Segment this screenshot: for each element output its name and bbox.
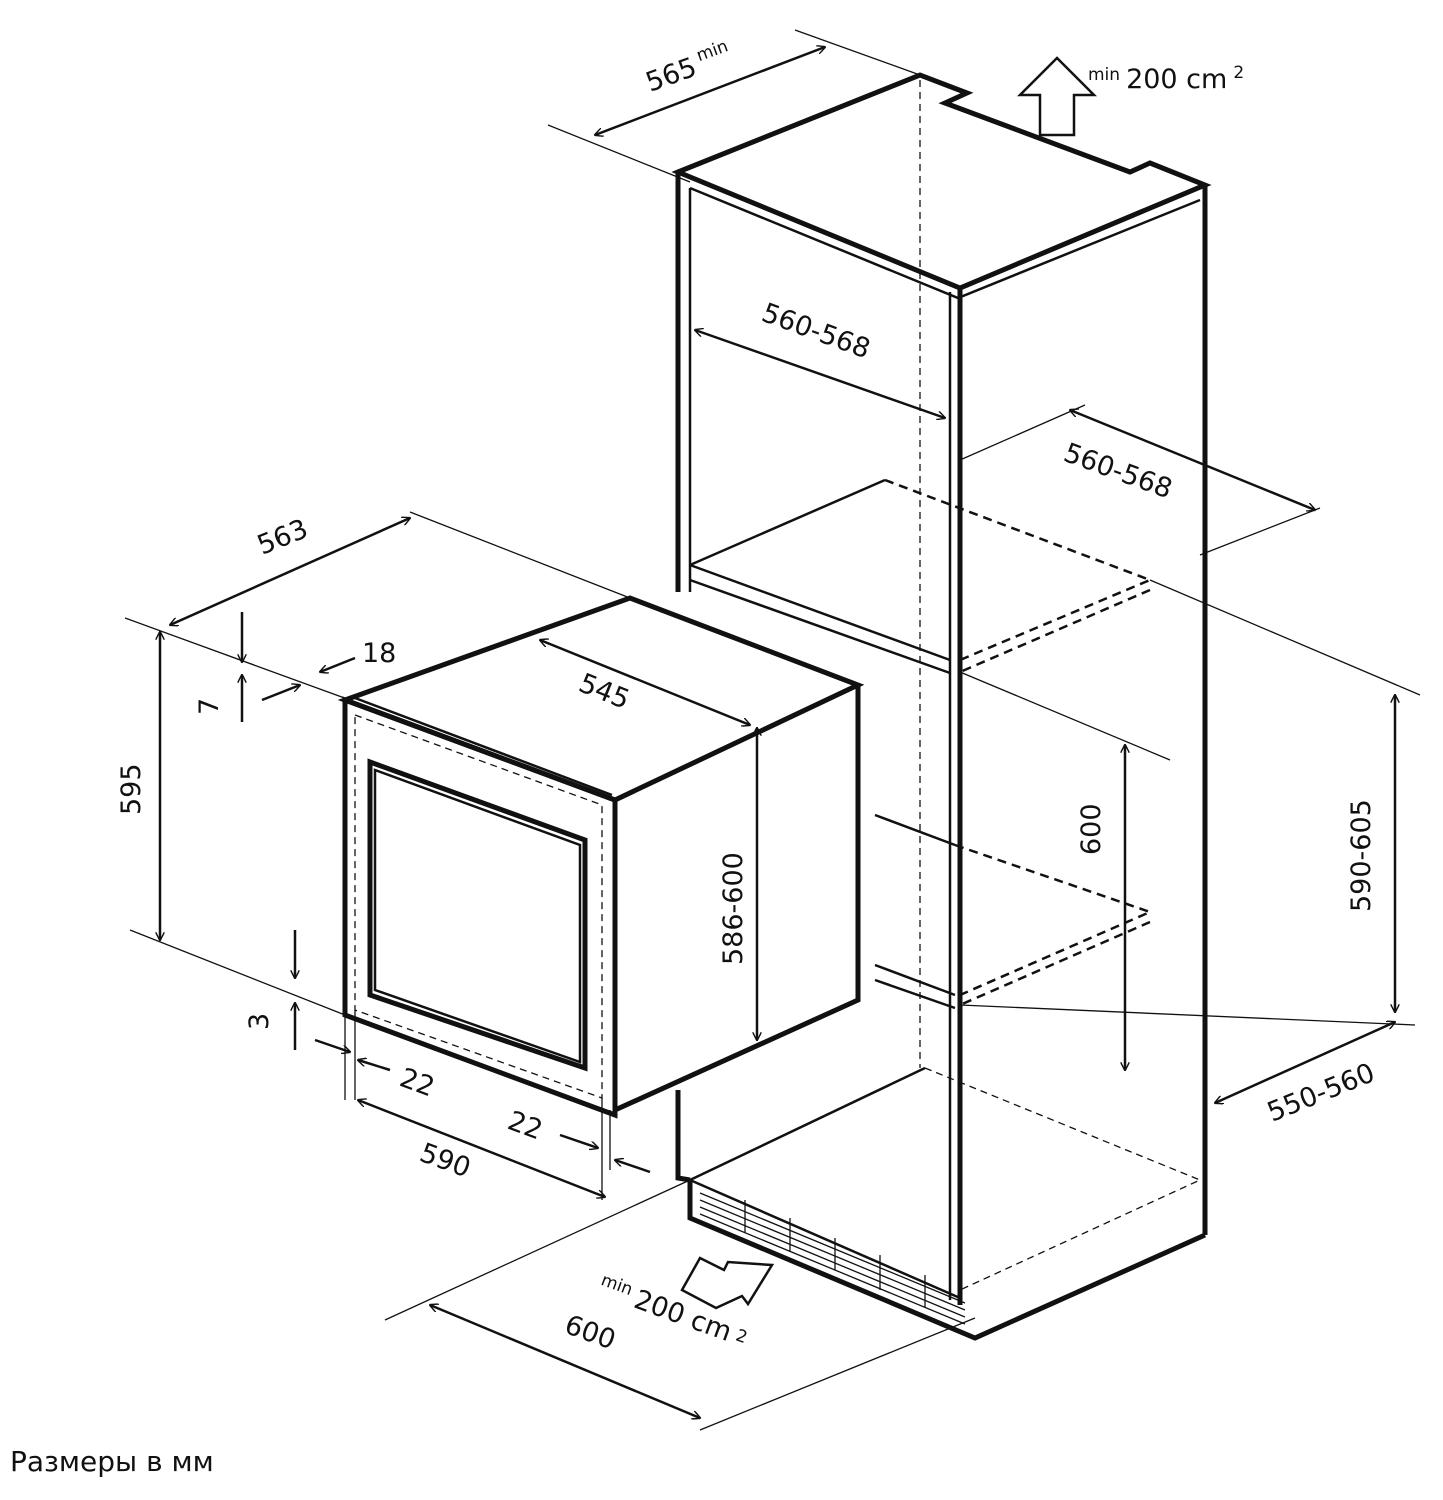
label-oven-body-height: 586-600 xyxy=(718,852,749,965)
svg-text:min200 cm2: min200 cm2 xyxy=(1088,63,1244,95)
airflow-arrow-top xyxy=(1016,56,1098,137)
label-side-offset-right: 22 xyxy=(504,1105,547,1146)
label-oven-depth: 563 xyxy=(253,513,312,561)
label-side-offset-left: 22 xyxy=(396,1062,439,1103)
oven xyxy=(337,595,865,1119)
label-door-top-offset: 7 xyxy=(194,698,225,715)
dimension-lines xyxy=(124,29,1421,1431)
label-oven-front-width: 590 xyxy=(416,1137,475,1184)
svg-text:min200 cm2: min200 cm2 xyxy=(594,1270,752,1353)
label-cabinet-top-depth: 565 xyxy=(642,52,701,99)
label-niche-height: 590-605 xyxy=(1346,799,1377,912)
airflow-arrow-bottom xyxy=(680,1256,775,1310)
label-niche-inner-width: 560-568 xyxy=(758,297,875,365)
label-niche-depth: 550-560 xyxy=(1263,1057,1379,1128)
label-oven-front-height: 595 xyxy=(116,763,147,815)
label-niche-width: 560-568 xyxy=(1060,437,1177,505)
vent-grille xyxy=(699,1192,966,1325)
svg-text:565min: 565min xyxy=(641,36,736,98)
label-niche-height-min: 600 xyxy=(1076,803,1107,855)
label-door-bottom-offset: 3 xyxy=(244,1013,275,1030)
label-vent-bottom: min xyxy=(598,1270,635,1300)
label-door-thickness: 18 xyxy=(362,638,396,669)
units-caption: Размеры в мм xyxy=(10,1445,214,1478)
label-vent-top: min xyxy=(1088,65,1120,85)
cabinet xyxy=(671,72,1212,1341)
label-cabinet-width: 600 xyxy=(561,1309,620,1356)
